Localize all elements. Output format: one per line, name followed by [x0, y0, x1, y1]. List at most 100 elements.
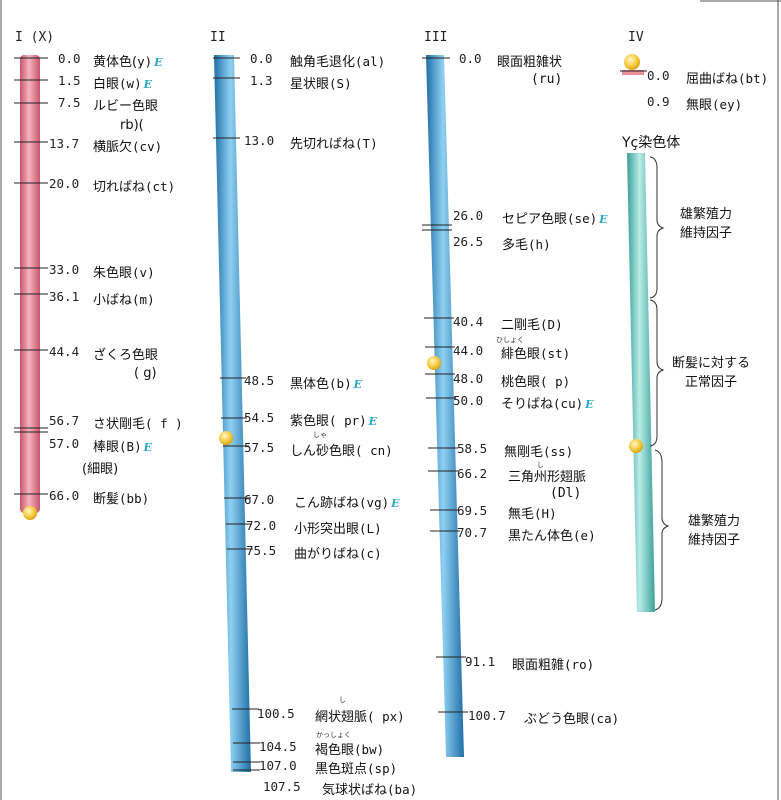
chr1-gene-3-position: 13.7 — [49, 136, 80, 151]
chr1-gene-2-position: 7.5 — [58, 95, 81, 110]
chr3-gene-0-name: 眼面粗雑状 — [497, 55, 563, 70]
chr2-gene-3-e-mark: E — [353, 378, 362, 391]
chr1-gene-3-name: 横脈欠 — [93, 140, 133, 155]
chr2-gene-5-position: 57.5 — [244, 440, 275, 455]
chr1-gene-1-name: 白眼 — [93, 77, 120, 92]
y-note-middle-line-2: 正常因子 — [684, 375, 737, 390]
chr1-gene-6-label: 小ばね(m) — [93, 289, 155, 308]
chr2-gene-9-position: 100.5 — [257, 706, 295, 721]
chr2-gene-5-name: しん砂色眼 — [290, 444, 356, 459]
chr1-gene-5-position: 33.0 — [49, 262, 80, 277]
chr3-gene-6-e-mark: E — [585, 398, 594, 411]
chr4-gene-1-position: 0.9 — [647, 94, 670, 109]
chr3-gene-9-name: 無毛 — [508, 507, 535, 522]
chr2-gene-10-symbol: (bw) — [354, 742, 385, 757]
chr2-gene-6-e-mark: E — [391, 497, 400, 510]
chr1-gene-4-label: 切ればね(ct) — [93, 176, 175, 195]
chr1-gene-9-name: 棒眼 — [93, 440, 120, 455]
chr3-gene-8-position: 66.2 — [457, 466, 488, 481]
chr2-gene-6-symbol: (vg) — [359, 495, 390, 510]
chr2-gene-1-label: 星状眼(S) — [290, 73, 352, 92]
y-note-upper: 雄繁殖力 維持因子 — [656, 205, 756, 243]
chr1-gene-9-label: 棒眼(B)E — [93, 436, 152, 455]
ruby-sankaku: し — [537, 461, 544, 469]
chr2-gene-7-position: 72.0 — [246, 518, 277, 533]
chr3-gene-12-position: 100.7 — [468, 708, 506, 723]
chr3-gene-11-position: 91.1 — [465, 654, 496, 669]
chr1-gene-10-label: 断髪(bb) — [93, 488, 149, 507]
chr2-gene-10-label: 褐色眼(bw) — [315, 739, 384, 758]
y-chromosome-header: Yç染色体 — [622, 135, 681, 151]
chr4-gene-1-symbol: (ey) — [712, 97, 743, 112]
chromosome-4-bar — [622, 70, 644, 75]
chr1-gene-10-symbol: (bb) — [119, 491, 150, 506]
chr1-gene-8-position: 56.7 — [49, 413, 80, 428]
chr2-gene-6-position: 67.0 — [244, 492, 275, 507]
chr3-gene-4-position: 44.0 — [453, 343, 484, 358]
chr2-gene-8-position: 75.5 — [246, 543, 277, 558]
chr3-gene-5-name: 桃色眼 — [501, 375, 541, 390]
chr1-gene-3-symbol: (cv) — [132, 139, 163, 154]
y-chromosome-bar — [627, 153, 655, 612]
chr2-gene-3-name: 黒体色 — [290, 377, 330, 392]
chromosome-1-centromere — [23, 506, 37, 520]
ruby-katsu: かっしょく — [316, 731, 351, 739]
chr4-gene-0-position: 0.0 — [647, 68, 670, 83]
y-chromosome-centromere — [629, 439, 643, 453]
y-brace-lower — [654, 449, 670, 611]
chr2-gene-0-symbol: (al) — [355, 54, 386, 69]
chr1-gene-3-label: 横脈欠(cv) — [93, 136, 162, 155]
chr3-gene-7-position: 58.5 — [457, 441, 488, 456]
chr1-gene-5-label: 朱色眼(v) — [93, 262, 155, 281]
chr1-gene-0-position: 0.0 — [58, 51, 81, 66]
chr1-gene-4-symbol: (ct) — [145, 179, 176, 194]
chr1-gene-0-e-mark: E — [154, 56, 163, 69]
chr4-gene-1-name: 無眼 — [686, 98, 713, 113]
chr1-rb-symbol: rb)( — [120, 118, 144, 133]
chr2-gene-7-name: 小形突出眼 — [294, 522, 360, 537]
chr3-gene-9-label: 無毛(H) — [508, 503, 557, 522]
chr2-gene-2-symbol: (T) — [355, 136, 378, 151]
chr3-gene-12-label: ぶどう色眼(ca) — [524, 708, 619, 727]
chr2-gene-2-position: 13.0 — [244, 133, 275, 148]
chr3-gene-6-label: そりばね(cu)E — [501, 393, 594, 412]
chr3-gene-7-name: 無剛毛 — [504, 445, 544, 460]
y-note-lower-line-1: 雄繁殖力 — [687, 514, 740, 529]
chr2-gene-12-symbol: (ba) — [387, 782, 418, 797]
chr1-gene-0-symbol: y) — [137, 54, 153, 69]
chr2-gene-11-name: 黒色斑点 — [315, 762, 368, 777]
y-note-middle-line-1: 断髪に対する — [671, 356, 750, 371]
chr1-gene-9-e-mark: E — [143, 441, 152, 454]
chr3-dl-symbol: (Dl) — [550, 486, 582, 501]
chr3-gene-0-position: 0.0 — [459, 51, 482, 66]
chr1-gene-10-name: 断髪 — [93, 492, 120, 507]
chr3-gene-4-name: 緋色眼 — [501, 347, 541, 362]
chr3-gene-0-label: 眼面粗雑状 — [497, 51, 562, 70]
chr3-gene-2-name: 多毛 — [502, 238, 529, 253]
gene-tick-marks — [14, 57, 647, 771]
chr2-gene-12-name: 気球状ばね — [322, 783, 388, 798]
chr3-gene-6-symbol: (cu) — [553, 396, 584, 411]
chr3-gene-1-label: セピア色眼(se)E — [502, 208, 608, 227]
chr2-gene-10-position: 104.5 — [259, 739, 297, 754]
chr3-gene-4-label: 緋色眼(st) — [501, 343, 570, 362]
chr1-gene-1-position: 1.5 — [58, 73, 81, 88]
chr2-gene-0-name: 触角毛退化 — [290, 55, 356, 70]
chr1-gene-8-symbol: ( f ) — [145, 416, 183, 431]
chromosome-1-bar — [20, 55, 40, 513]
chr1-gene-6-symbol: (m) — [132, 292, 155, 307]
chr4-gene-0-label: 屈曲ばね(bt) — [686, 68, 768, 87]
chr1-hosome-note: (細眼) — [82, 462, 119, 477]
chr3-gene-3-label: 二剛毛(D) — [501, 314, 563, 333]
chr2-gene-5-symbol: ( cn) — [355, 443, 393, 458]
chr3-gene-1-e-mark: E — [599, 213, 608, 226]
chr1-gene-9-symbol: (B) — [119, 439, 142, 454]
chr3-gene-3-name: 二剛毛 — [501, 318, 541, 333]
y-brace-upper — [649, 156, 665, 299]
chr3-gene-2-label: 多毛(h) — [502, 234, 551, 253]
y-note-middle: 断髪に対する 正常因子 — [656, 354, 766, 392]
chr1-gene-4-name: 切ればね — [93, 180, 146, 195]
chr2-gene-7-symbol: (L) — [359, 521, 382, 536]
chr3-gene-4-symbol: (st) — [540, 346, 571, 361]
y-note-upper-line-1: 雄繁殖力 — [679, 207, 732, 222]
